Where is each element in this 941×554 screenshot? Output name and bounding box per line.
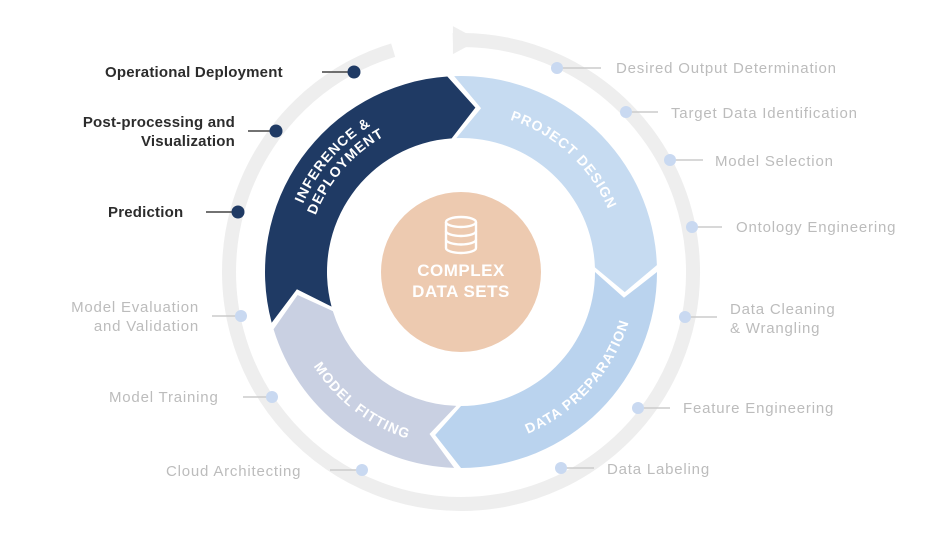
- outer-ring: [222, 33, 700, 511]
- step-model-evaluation-line1: Model Evaluation: [71, 299, 199, 316]
- connector-dot: [620, 106, 632, 118]
- step-post-processing-line2: Visualization: [140, 133, 235, 150]
- connector-dot: [266, 391, 278, 403]
- center-circle: [381, 192, 541, 352]
- center-label-line1: COMPLEX: [417, 261, 505, 280]
- step-ontology: Ontology Engineering: [736, 218, 896, 237]
- connector-dot: [356, 464, 368, 476]
- step-cloud-architecting: Cloud Architecting: [166, 462, 301, 481]
- segment-project-design: [454, 76, 657, 293]
- segment-inference-deployment: [265, 76, 476, 323]
- step-feature-engineering: Feature Engineering: [683, 399, 834, 418]
- connector-dot: [664, 154, 676, 166]
- step-operational-deployment-label: Operational Deployment: [105, 64, 283, 81]
- connector-dot: [235, 310, 247, 322]
- segment-model-fitting: [273, 294, 457, 468]
- connector-dot: [347, 65, 361, 79]
- center-label-line2: DATA SETS: [412, 282, 510, 301]
- connector-dot: [269, 124, 283, 138]
- database-icon: [444, 215, 478, 255]
- step-connectors: [206, 62, 722, 476]
- connector-dot: [555, 462, 567, 474]
- step-data-cleaning-line1: Data Cleaning: [730, 301, 836, 318]
- connector-dot: [679, 311, 691, 323]
- connector-dot: [686, 221, 698, 233]
- step-desired-output-label: Desired Output Determination: [616, 60, 837, 77]
- step-operational-deployment: Operational Deployment: [105, 63, 283, 82]
- step-data-cleaning-line2: & Wrangling: [730, 320, 821, 337]
- step-desired-output: Desired Output Determination: [616, 59, 837, 78]
- step-target-data-label: Target Data Identification: [671, 105, 858, 122]
- step-model-training-label: Model Training: [109, 389, 219, 406]
- center-label: COMPLEX DATA SETS: [381, 260, 541, 302]
- connector-dot: [231, 205, 245, 219]
- step-target-data: Target Data Identification: [671, 104, 858, 123]
- step-data-cleaning: Data Cleaning & Wrangling: [730, 300, 835, 338]
- step-model-training: Model Training: [109, 388, 219, 407]
- connector-dot: [632, 402, 644, 414]
- step-cloud-architecting-label: Cloud Architecting: [166, 463, 302, 480]
- step-post-processing-line1: Post-processing and: [82, 114, 235, 131]
- step-feature-engineering-label: Feature Engineering: [683, 400, 835, 417]
- step-model-evaluation: Model Evaluation and Validation: [62, 298, 199, 336]
- step-post-processing: Post-processing and Visualization: [64, 113, 235, 151]
- segment-data-preparation: [435, 272, 657, 468]
- step-model-selection-label: Model Selection: [715, 153, 834, 170]
- step-model-evaluation-line2: and Validation: [93, 318, 199, 335]
- step-model-selection: Model Selection: [715, 152, 834, 171]
- outer-ring-arrow-head: [452, 26, 479, 55]
- connector-dot: [551, 62, 563, 74]
- step-ontology-label: Ontology Engineering: [736, 219, 897, 236]
- step-prediction-label: Prediction: [108, 204, 184, 221]
- step-data-labeling-label: Data Labeling: [607, 461, 710, 478]
- step-data-labeling: Data Labeling: [607, 460, 710, 479]
- step-prediction: Prediction: [108, 203, 183, 222]
